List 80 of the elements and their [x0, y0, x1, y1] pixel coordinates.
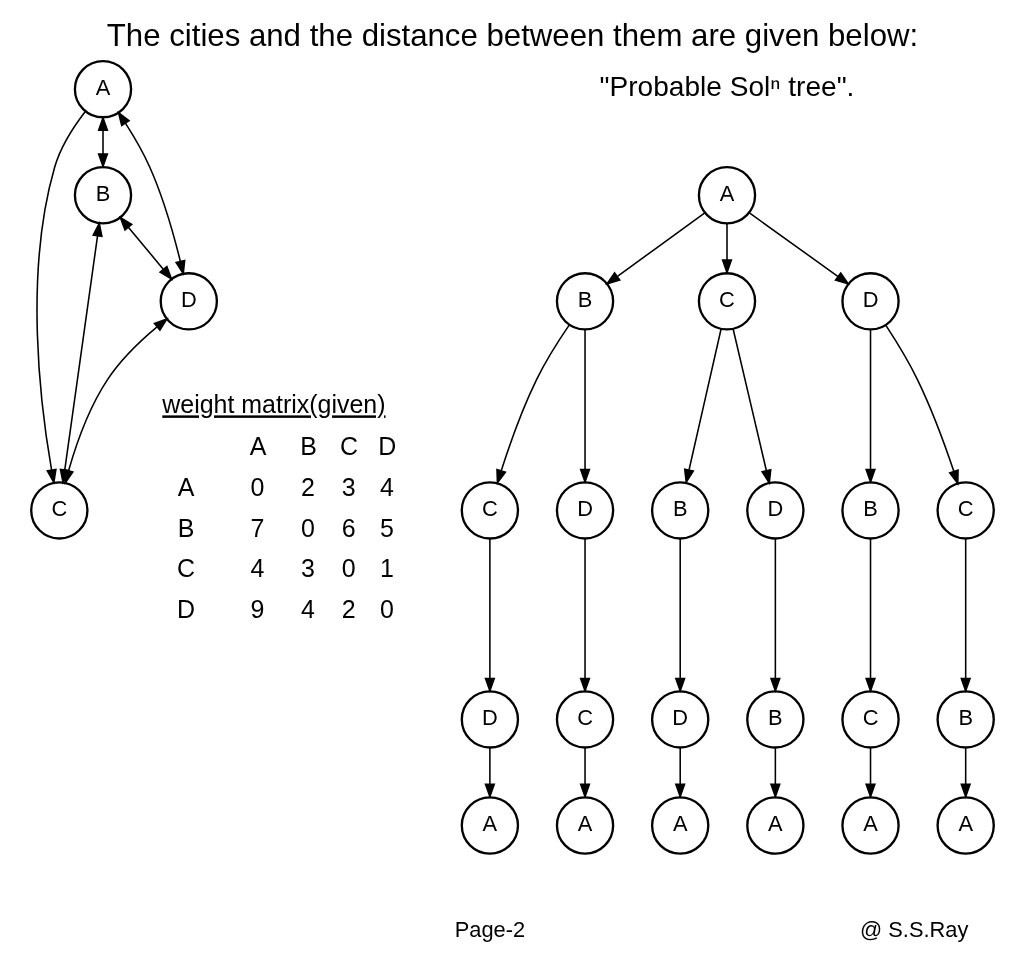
- diagram-title: The cities and the distance between them are given below:: [106, 17, 918, 53]
- arrow: [884, 324, 959, 486]
- node-circle: D: [460, 690, 519, 749]
- node-circle: D: [555, 481, 614, 540]
- node-circle: D: [159, 272, 218, 331]
- arrow: [604, 212, 706, 286]
- label: D: [176, 594, 195, 623]
- label: 0: [300, 513, 315, 542]
- node-circle: B: [840, 481, 900, 540]
- arrow: [62, 317, 169, 486]
- label: 4: [300, 594, 315, 623]
- node-circle: B: [555, 272, 614, 331]
- node-circle: D: [650, 690, 709, 749]
- node-circle: A: [745, 796, 805, 855]
- label: 4: [379, 473, 394, 502]
- node-circle: B: [935, 690, 995, 749]
- arrow: [959, 747, 971, 800]
- node-circle: C: [935, 481, 995, 540]
- arrow: [769, 538, 781, 694]
- arrow: [674, 747, 686, 800]
- node-circle: C: [697, 272, 756, 331]
- arrow: [864, 329, 876, 485]
- arrow: [579, 329, 590, 485]
- label: B: [177, 513, 195, 542]
- arrow: [97, 115, 108, 169]
- arrow: [748, 212, 850, 286]
- label: weight matrix(given): [161, 390, 386, 419]
- node-circle: D: [840, 272, 900, 331]
- label: 7: [249, 513, 264, 542]
- arrow: [731, 328, 772, 486]
- node-circle: C: [840, 690, 900, 749]
- node-circle: C: [29, 481, 89, 540]
- label: 9: [249, 594, 264, 623]
- label: 6: [341, 513, 356, 542]
- arrow: [674, 538, 686, 694]
- arrow: [959, 538, 971, 694]
- label: D: [377, 432, 396, 461]
- label: "Probable Solⁿ tree".: [599, 71, 854, 103]
- node-circle: B: [650, 481, 709, 540]
- label: Page-2: [454, 917, 525, 943]
- label: 5: [379, 513, 394, 542]
- label: 0: [341, 554, 356, 583]
- node-circle: A: [555, 796, 614, 855]
- label: @ S.S.Ray: [859, 917, 968, 943]
- node-circle: A: [697, 166, 756, 225]
- node-circle: B: [73, 166, 132, 225]
- arrow: [116, 110, 185, 276]
- arrow: [483, 747, 495, 800]
- arrow: [495, 324, 570, 486]
- label: 2: [300, 473, 315, 502]
- node-circle: C: [555, 690, 614, 749]
- label: 2: [341, 594, 356, 623]
- label: 3: [300, 554, 315, 583]
- arrow: [721, 223, 732, 275]
- label: 1: [379, 554, 394, 583]
- node-circle: A: [460, 796, 519, 855]
- label: 0: [379, 594, 394, 623]
- arrow: [483, 538, 495, 694]
- node-circle: A: [840, 796, 900, 855]
- arrow: [864, 747, 876, 800]
- arrow: [769, 747, 781, 800]
- node-circle: D: [745, 481, 805, 540]
- node-circle: A: [650, 796, 709, 855]
- label: 3: [341, 473, 356, 502]
- label: A: [177, 473, 195, 502]
- arrow: [683, 328, 722, 485]
- arrow: [118, 215, 173, 281]
- arrow: [579, 538, 590, 694]
- arrow: [864, 538, 876, 694]
- label: C: [176, 554, 195, 583]
- label: 0: [249, 473, 264, 502]
- node-circle: C: [460, 481, 519, 540]
- node-circle: A: [73, 59, 132, 119]
- label: A: [249, 432, 266, 461]
- arrow: [579, 747, 590, 800]
- node-circle: A: [935, 796, 995, 855]
- label: 4: [249, 554, 264, 583]
- label: B: [299, 432, 317, 461]
- label: C: [339, 432, 358, 461]
- node-circle: B: [745, 690, 805, 749]
